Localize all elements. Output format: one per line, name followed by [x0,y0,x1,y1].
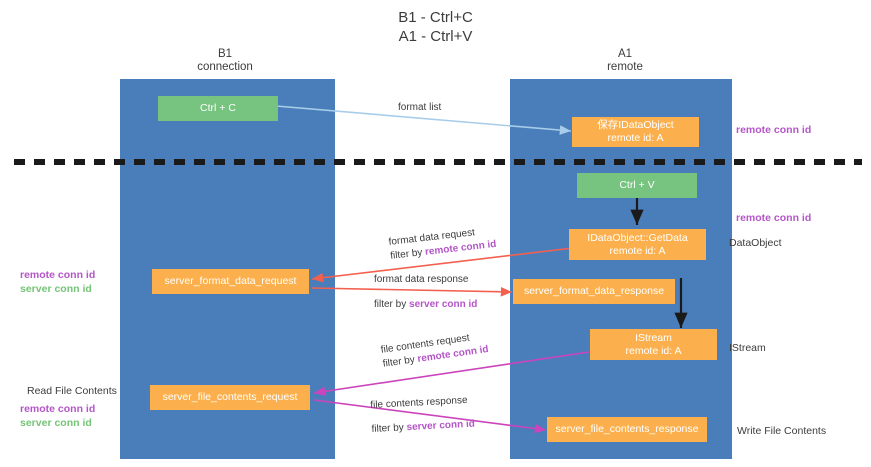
filter-prefix: filter by [382,353,419,370]
box-server-format-data-request-label: server_format_data_request [164,275,297,287]
annotation-remote-conn-id-top-text: remote conn id [736,124,812,136]
box-server-format-data-response-label: server_format_data_response [523,285,665,297]
box-ctrl-c-label: Ctrl + C [200,102,236,114]
annotation-write-file-contents: Write File Contents [737,424,826,438]
annotation-dataobject: DataObject [729,236,782,250]
box-server-file-contents-request[interactable]: server_file_contents_request [150,385,310,410]
box-ctrl-c[interactable]: Ctrl + C [158,96,278,121]
column-header-a1-name: A1 [617,48,633,60]
column-header-a1-sub: remote [607,61,643,73]
annotation-remote-conn-id-top: remote conn id [736,123,811,137]
title-line-2: A1 - Ctrl+V [398,28,473,45]
filter-prefix: filter by [371,422,407,435]
box-idataobject-getdata[interactable]: IDataObject::GetData remote id: A [569,229,706,260]
annotation-left-conn-ids-2: remote conn id server conn id [20,402,95,430]
box-idataobject-subtitle: remote id: A [607,132,664,144]
title-line-1: B1 - Ctrl+C [398,9,473,26]
arrow-label-format-data-request: format data request filter by remote con… [388,224,497,264]
filter-key: server conn id [409,299,478,310]
annotation-istream: IStream [729,341,766,355]
annotation-left-conn-ids: remote conn id server conn id [20,268,95,296]
box-istream[interactable]: IStream remote id: A [590,329,717,360]
annotation-left-remote-conn-id-2: remote conn id [20,403,96,415]
box-istream-title: IStream [635,331,672,344]
annotation-dataobject-text: DataObject [729,237,782,249]
filter-prefix: filter by [374,299,410,310]
annotation-left-server-conn-id: server conn id [20,283,92,295]
filter-key: server conn id [406,418,476,434]
arrow-label-format-data-response-line2: filter by server conn id [374,298,477,312]
diagram-title: B1 - Ctrl+C A1 - Ctrl+V [0,8,871,46]
box-server-file-contents-response[interactable]: server_file_contents_response [547,417,707,442]
annotation-left-server-conn-id-2: server conn id [20,417,92,429]
arrow-label-format-data-response-line1: format data response [374,274,469,285]
annotation-read-file-contents: Read File Contents [27,384,117,398]
arrow-label-file-contents-response-line1: file contents response [370,394,468,411]
arrow-label-file-contents-response: file contents response filter by server … [370,394,475,437]
annotation-write-file-contents-text: Write File Contents [737,425,827,437]
box-ctrl-v[interactable]: Ctrl + V [577,173,697,198]
column-header-a1: A1 remote [545,48,705,74]
box-server-file-contents-request-label: server_file_contents_request [162,391,298,403]
box-idataobject[interactable]: 保存IDataObject remote id: A [572,117,699,147]
column-header-b1-sub: connection [197,61,253,73]
annotation-remote-conn-id-mid: remote conn id [736,211,811,225]
box-idataobject-title: 保存IDataObject [597,119,674,131]
annotation-left-remote-conn-id: remote conn id [20,269,96,281]
box-istream-subtitle: remote id: A [625,344,682,357]
box-server-format-data-request[interactable]: server_format_data_request [152,269,309,294]
arrow-label-format-list-text: format list [398,102,442,113]
filter-prefix: filter by [389,246,426,262]
box-server-format-data-response[interactable]: server_format_data_response [513,279,675,304]
annotation-istream-text: IStream [729,342,766,354]
column-header-b1-name: B1 [217,48,233,60]
annotation-remote-conn-id-mid-text: remote conn id [736,212,812,224]
arrow-label-format-data-response: format data response filter by server co… [374,273,477,312]
annotation-read-file-contents-text: Read File Contents [27,385,117,397]
box-getdata-subtitle: remote id: A [609,244,666,257]
box-server-file-contents-response-label: server_file_contents_response [555,423,699,435]
box-ctrl-v-label: Ctrl + V [619,179,655,191]
column-header-b1: B1 connection [145,48,305,74]
box-getdata-title: IDataObject::GetData [587,231,688,244]
arrow-label-file-contents-response-line2: filter by server conn id [371,418,475,437]
arrow-label-format-list: format list [398,101,441,115]
arrow-label-file-contents-request: file contents request filter by remote c… [380,329,490,372]
